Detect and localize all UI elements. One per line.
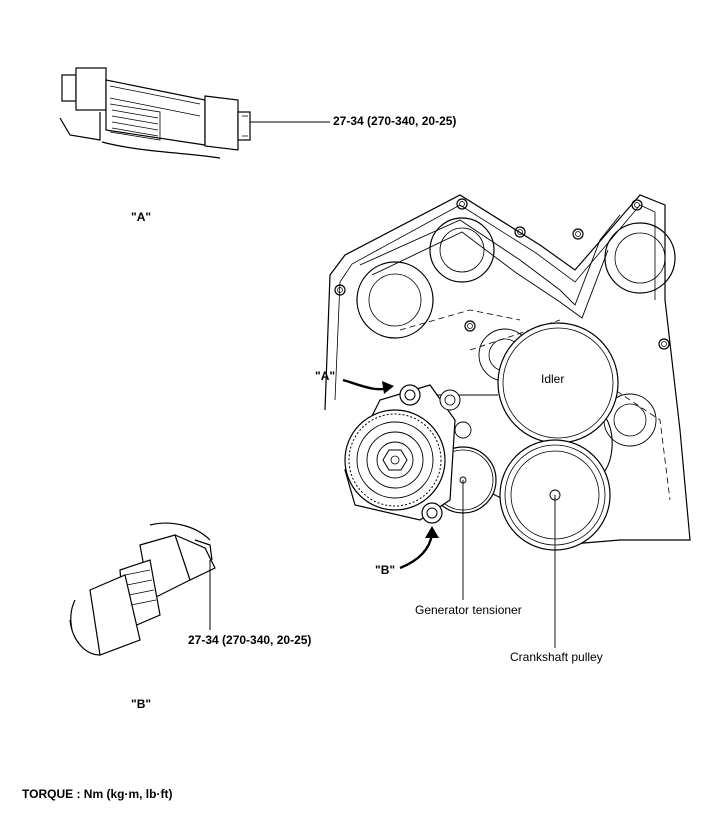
callout-b-arrowhead <box>425 526 439 538</box>
detail-a-label: "A" <box>131 210 152 224</box>
auto-tensioner-assembly <box>344 384 472 524</box>
callout-b-arrow <box>399 533 434 570</box>
generator-tensioner-label: Generator tensioner <box>415 603 522 617</box>
detail-b-label: "B" <box>131 697 152 711</box>
callout-a-arrowhead <box>382 381 394 394</box>
detail-b-bolt-drawing <box>69 522 216 656</box>
detail-a-torque-spec: 27-34 (270-340, 20-25) <box>333 114 457 128</box>
engine-front-cover-drawing <box>324 194 691 546</box>
callout-a-label: "A" <box>315 369 336 383</box>
torque-units-legend: TORQUE : Nm (kg·m, lb·ft) <box>22 787 173 801</box>
idler-label: Idler <box>541 372 565 386</box>
detail-a-bolt-drawing <box>59 67 330 159</box>
callout-a-arrow <box>342 378 389 391</box>
detail-b-torque-spec: 27-34 (270-340, 20-25) <box>188 633 312 647</box>
callout-b-label: "B" <box>375 563 396 577</box>
crankshaft-pulley-label: Crankshaft pulley <box>510 650 603 664</box>
